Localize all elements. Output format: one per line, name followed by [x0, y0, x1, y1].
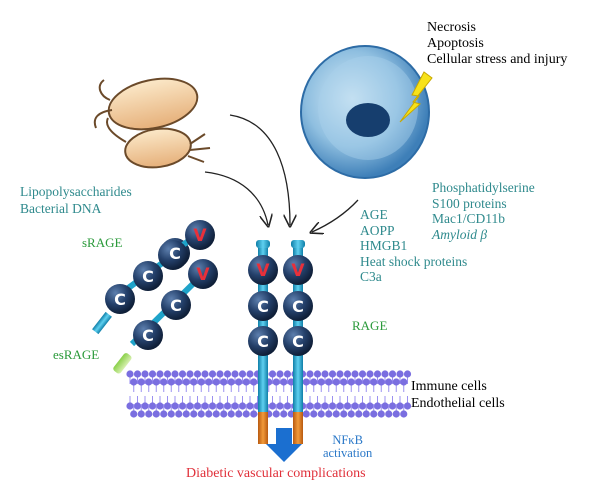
- v-domain-label: V: [256, 261, 270, 281]
- esrage-receptor: [113, 259, 218, 374]
- ligand-s100: S100 proteins: [432, 195, 507, 211]
- v-domain-label: V: [193, 226, 207, 246]
- esrage-label: esRAGE: [53, 347, 100, 362]
- bacterium-top: [93, 77, 199, 131]
- c-domain-label: C: [257, 297, 269, 316]
- ligand-list-left: AGE AOPP HMGB1 Heat shock proteins C3a: [360, 207, 467, 285]
- label-activation: activation: [323, 446, 373, 460]
- arrow-bacteria-top: [229, 114, 290, 225]
- cell-label-apoptosis: Apoptosis: [427, 36, 484, 51]
- c-domain-label: C: [142, 267, 154, 286]
- ligand-age: AGE: [360, 207, 388, 222]
- rage-receptor-right: [283, 240, 313, 444]
- label-immune-cells: Immune cells: [411, 379, 487, 394]
- cell-label-necrosis: Necrosis: [427, 20, 476, 35]
- dying-cell: [300, 45, 430, 179]
- ligand-list-right: Phosphatidylserine S100 proteins Mac1/CD…: [432, 180, 535, 242]
- rage-label: RAGE: [352, 318, 388, 333]
- c-domain-label: C: [292, 297, 304, 316]
- c-domain-label: C: [170, 296, 182, 315]
- rage-receptor-left: [248, 240, 278, 444]
- ligand-amyloid: Amyloid β: [432, 226, 488, 242]
- bacterium-bottom: [106, 117, 211, 169]
- nfkb-activation-label: NFκB activation: [323, 434, 372, 460]
- label-endothelial-cells: Endothelial cells: [411, 396, 505, 411]
- nfkb-down-arrow: [266, 428, 302, 462]
- cell-death-labels: Necrosis Apoptosis Cellular stress and i…: [427, 20, 567, 68]
- ligand-hmgb1: HMGB1: [360, 238, 408, 253]
- v-domain-label: V: [196, 265, 210, 285]
- label-nfkb: NFκB: [332, 433, 363, 447]
- arrow-cell: [312, 199, 359, 232]
- bacteria-labels: Lipopolysaccharides Bacterial DNA: [20, 183, 132, 217]
- cell-membrane: [126, 370, 412, 418]
- srage-label: sRAGE: [82, 235, 123, 250]
- c-domain-label: C: [142, 326, 154, 345]
- cell-label-stress: Cellular stress and injury: [427, 52, 568, 67]
- membrane-labels: Immune cells Endothelial cells: [411, 378, 505, 412]
- c-domain-label: C: [257, 332, 269, 351]
- label-lipopolysaccharides: Lipopolysaccharides: [20, 184, 132, 199]
- label-bacterial-dna: Bacterial DNA: [20, 201, 102, 216]
- ligand-aopp: AOPP: [360, 222, 395, 238]
- c-domain-label: C: [292, 332, 304, 351]
- c-domain-label: C: [169, 244, 181, 263]
- outcome-label: Diabetic vascular complications: [186, 466, 366, 481]
- srage-receptor-upper: [158, 220, 215, 270]
- lightning-bolt-icon: [399, 71, 433, 123]
- ligand-c3a: C3a: [360, 269, 382, 284]
- v-domain-label: V: [291, 261, 305, 281]
- ligand-heat-shock: Heat shock proteins: [360, 253, 468, 269]
- ligand-mac1: Mac1/CD11b: [432, 211, 505, 226]
- arrow-bacteria-bottom: [204, 171, 268, 225]
- ligand-phosphatidylserine: Phosphatidylserine: [432, 180, 535, 195]
- c-domain-label: C: [114, 290, 126, 309]
